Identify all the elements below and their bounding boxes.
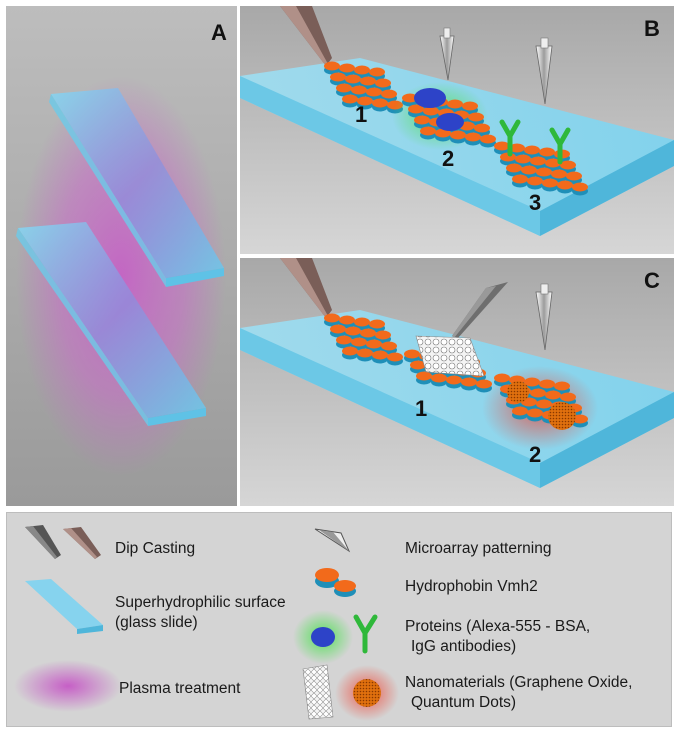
quantum-dot-icon	[507, 381, 576, 430]
protein-icon	[293, 610, 378, 664]
panel-b-illustration	[240, 6, 674, 254]
panel-c-step-1: 1	[415, 396, 428, 421]
panel-b-step-1: 1	[355, 102, 368, 127]
legend-hydrophobin: Hydrophobin Vmh2	[405, 578, 538, 595]
panel-c-label: C	[644, 268, 660, 293]
nanomaterials-icon	[302, 664, 399, 721]
graphene-oxide-icon	[415, 335, 485, 377]
panel-b-step-3: 3	[529, 190, 542, 215]
pipette-icon	[280, 258, 332, 318]
graphene-oxide-icon	[302, 664, 334, 720]
legend-surface-line2: (glass slide)	[115, 614, 198, 631]
panel-b: B 1 2 3	[240, 6, 674, 254]
microarray-pin-icon	[535, 283, 553, 351]
legend-proteins-line1: Proteins (Alexa-555 - BSA,	[405, 618, 591, 635]
antibody-icon	[499, 119, 571, 165]
glass-slide-icon	[25, 579, 103, 634]
microarray-pin-icon	[535, 37, 553, 105]
legend-surface-line1: Superhydrophilic surface	[115, 594, 286, 611]
glass-slide-upper	[49, 88, 224, 287]
protein-icon	[414, 88, 464, 131]
panel-c-step-2: 2	[529, 442, 542, 467]
panel-c-illustration	[240, 258, 674, 506]
pipette-icon	[280, 6, 332, 66]
microarray-pin-icon	[314, 528, 351, 553]
hydrophobin-array	[494, 141, 588, 196]
panel-c: C 1 2	[240, 258, 674, 506]
panel-a-label: A	[211, 20, 227, 45]
legend: Dip Casting Superhydrophilic surface (gl…	[6, 512, 672, 727]
legend-plasma: Plasma treatment	[119, 680, 241, 697]
quantum-dot-icon	[353, 679, 381, 707]
legend-dip-casting: Dip Casting	[115, 540, 196, 557]
hydrophobin-array	[324, 313, 403, 366]
hydrophobin-array	[324, 61, 403, 114]
panel-b-step-2: 2	[442, 146, 455, 171]
panel-b-label: B	[644, 16, 660, 41]
pipette-icon	[452, 282, 508, 338]
legend-nano-line2: Quantum Dots)	[411, 694, 517, 711]
legend-nano-line1: Nanomaterials (Graphene Oxide,	[405, 674, 633, 691]
microarray-pin-icon	[439, 27, 455, 81]
plasma-icon	[14, 660, 122, 712]
legend-microarray: Microarray patterning	[405, 540, 552, 557]
pipette-icon	[25, 525, 101, 559]
hydrophobin-icon	[315, 568, 356, 597]
antibody-icon	[353, 614, 378, 654]
panel-a-illustration	[6, 6, 237, 506]
legend-proteins-line2: IgG antibodies)	[411, 638, 517, 655]
panel-a: A	[6, 6, 237, 506]
glass-slide-lower	[16, 222, 206, 426]
